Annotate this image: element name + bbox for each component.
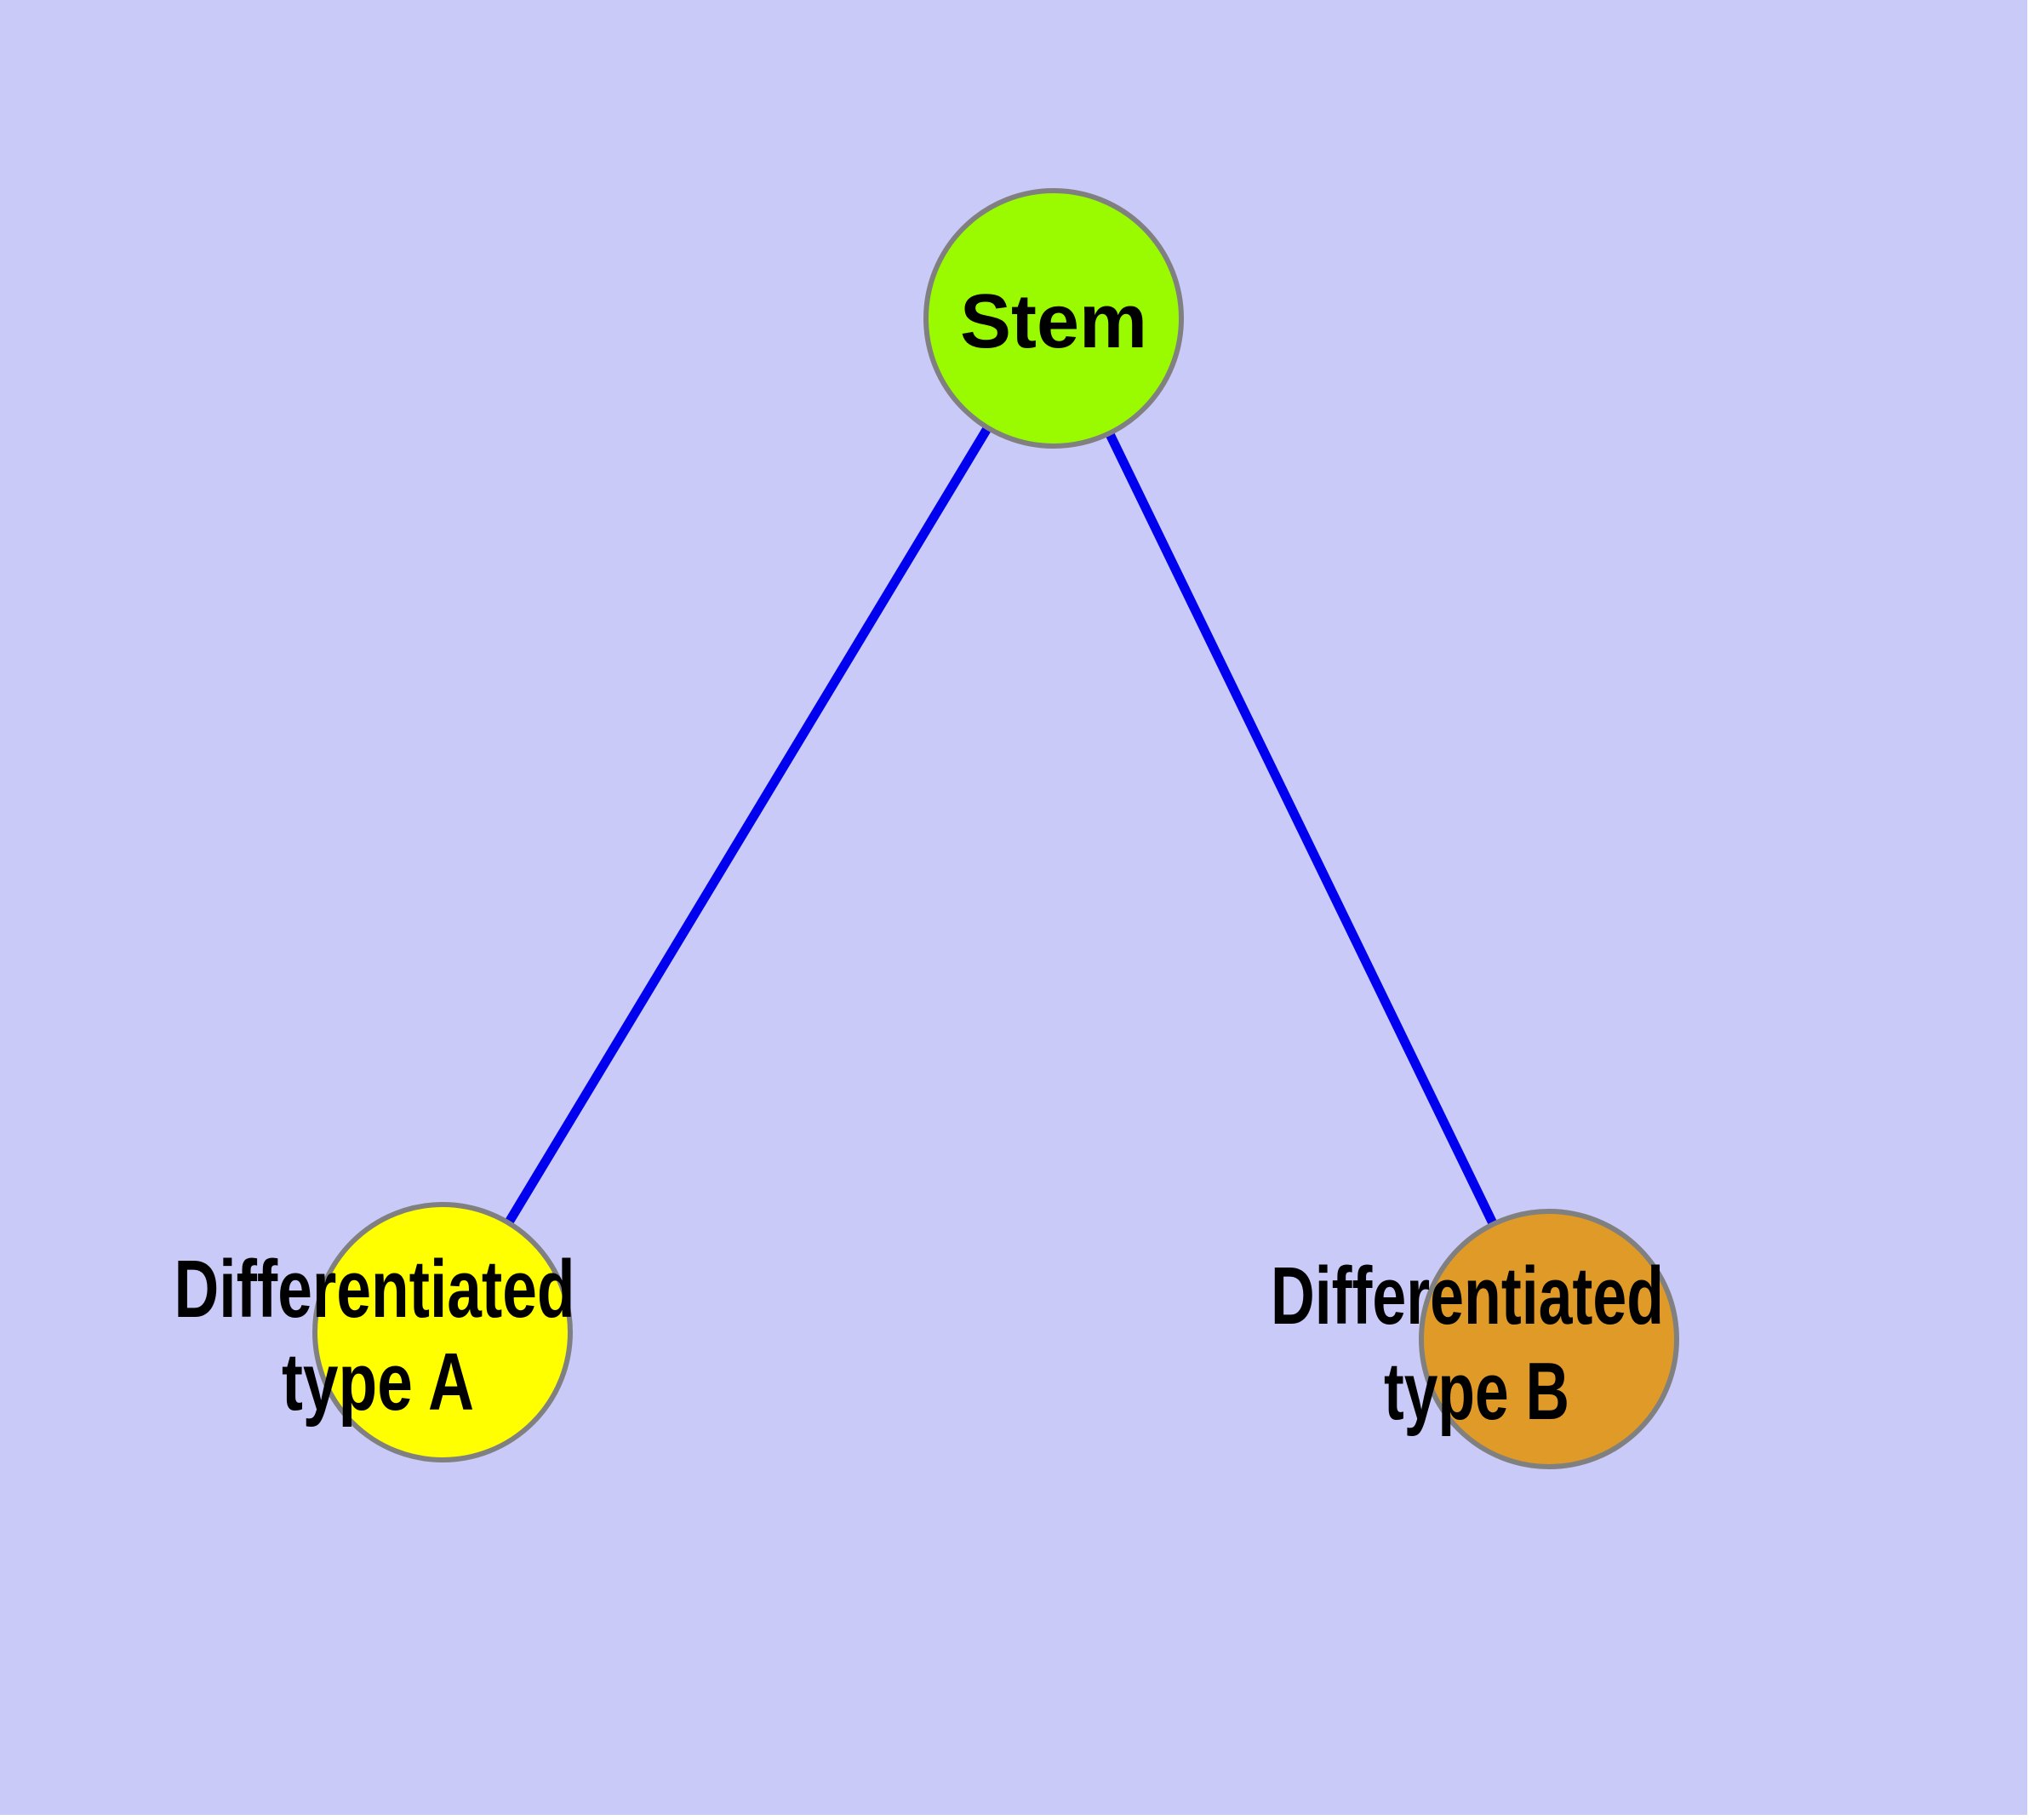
node-type-b-label-line-1: Differentiated	[1271, 1251, 1664, 1342]
node-stem-circle	[923, 188, 1184, 449]
edge-stem-to-type-b-line	[1049, 316, 1553, 1342]
node-type-a-circle	[312, 1202, 573, 1462]
node-type-a-label-line-2: type A	[282, 1336, 474, 1428]
node-type-b-label-line-2: type B	[1384, 1346, 1569, 1437]
node-stem-label: Stem	[960, 279, 1147, 364]
edge-stem-to-type-a-line	[438, 316, 1058, 1335]
node-type-b-circle	[1419, 1209, 1679, 1469]
node-type-a-label-line-1: Differentiated	[174, 1244, 575, 1335]
